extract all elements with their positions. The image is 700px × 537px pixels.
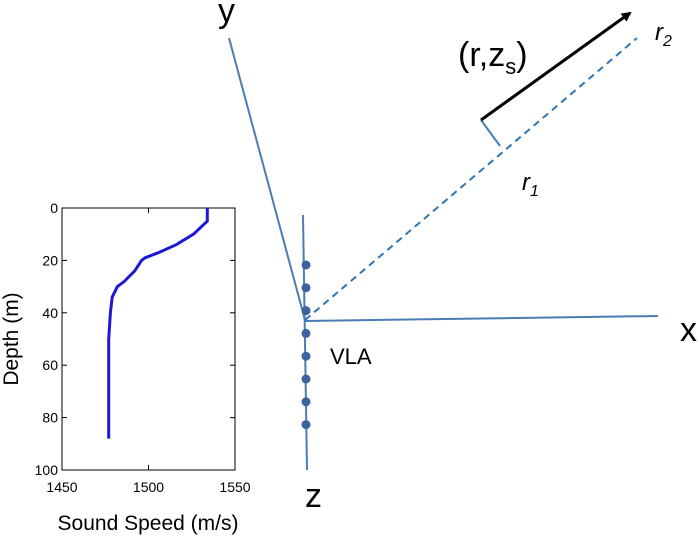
range-label-r2-main: r: [655, 19, 664, 46]
x-tick-label: 1550: [219, 479, 250, 495]
vla-element: [301, 283, 311, 293]
y-axis-title: Depth (m): [0, 292, 23, 385]
y-tick-label: 40: [42, 305, 58, 321]
x-tick-label: 1500: [133, 479, 164, 495]
source-label-open: (r,z: [458, 36, 505, 74]
vla-elements: [301, 260, 311, 430]
y-tick-label: 20: [42, 252, 58, 268]
dashed-range-line: [304, 37, 638, 321]
plot-frame: [61, 207, 236, 471]
x-axis-title: Sound Speed (m/s): [58, 512, 239, 535]
x-axis-line: [304, 315, 659, 322]
source-label-sub: s: [505, 54, 516, 79]
y-tick-label: 0: [50, 200, 58, 216]
range-label-r1: r1: [522, 169, 539, 200]
source-label: (r,zs): [458, 36, 528, 79]
y-axis-label: y: [218, 0, 235, 30]
sound-speed-line: [107, 208, 209, 439]
z-axis-label: z: [305, 477, 322, 515]
y-tick-label: 60: [42, 357, 58, 373]
vla-element: [301, 351, 311, 361]
y-axis-line: [228, 37, 306, 321]
vla-label: VLA: [330, 344, 372, 369]
vla-element: [301, 420, 311, 430]
perpendicular-tick: [480, 119, 501, 147]
tick-marks: [61, 207, 236, 471]
range-label-r1-main: r: [522, 169, 531, 196]
source-arrow: [480, 11, 632, 122]
range-label-r2-sub: 2: [662, 33, 672, 50]
y-tick-label: 100: [35, 462, 59, 478]
source-label-close: ): [516, 36, 527, 74]
vla-element: [301, 306, 311, 316]
vla-element: [301, 260, 311, 270]
range-label-r1-sub: 1: [530, 183, 539, 200]
range-label-r2: r2: [655, 19, 672, 50]
z-axis-line: [302, 214, 308, 471]
vla-element: [301, 374, 311, 384]
y-tick-label: 80: [42, 410, 58, 426]
x-axis-label: x: [680, 311, 697, 349]
vla-element: [301, 328, 311, 338]
x-tick-label: 1450: [46, 479, 77, 495]
vla-element: [301, 397, 311, 407]
